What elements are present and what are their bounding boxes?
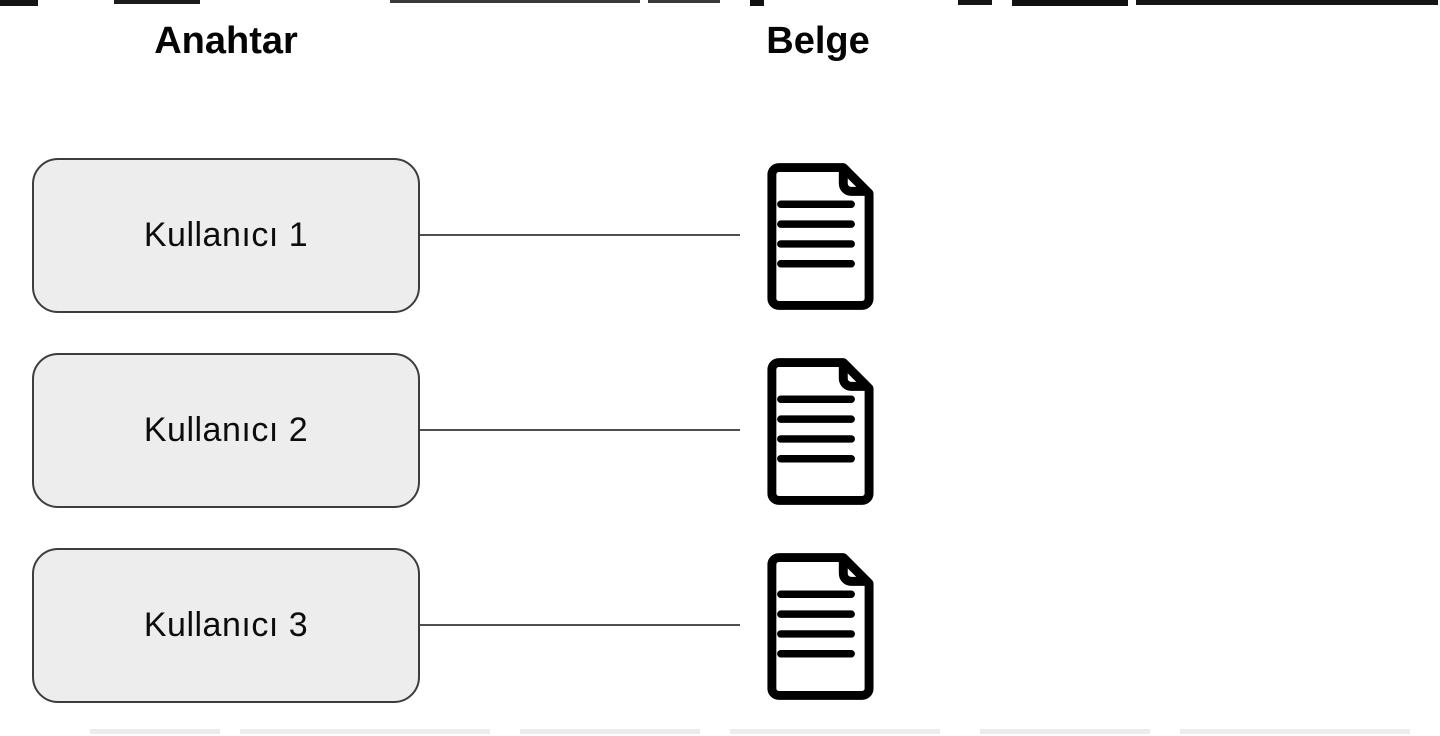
- key-box-label: Kullanıcı 3: [143, 606, 309, 644]
- column-header-document: Belge: [766, 20, 870, 62]
- crop-artifact: [520, 729, 700, 734]
- crop-artifact: [648, 0, 720, 3]
- crop-artifact: [1180, 729, 1410, 734]
- document-fold: [838, 362, 868, 391]
- crop-artifact: [0, 0, 38, 6]
- crop-artifact: [980, 729, 1150, 734]
- crop-artifact: [240, 729, 490, 734]
- crop-artifact: [1012, 0, 1128, 6]
- key-box-label: Kullanıcı 1: [143, 216, 309, 254]
- crop-artifact: [114, 0, 200, 4]
- document-fold: [838, 167, 868, 196]
- key-box-user-1: Kullanıcı 1: [32, 158, 420, 313]
- connector-line: [420, 234, 740, 236]
- key-box-user-2: Kullanıcı 2: [32, 353, 420, 508]
- key-box-user-3: Kullanıcı 3: [32, 548, 420, 703]
- crop-artifact: [90, 729, 220, 734]
- crop-artifact: [390, 0, 640, 3]
- column-header-key: Anahtar: [154, 20, 298, 62]
- document-fold: [838, 557, 868, 586]
- document-icon: [767, 553, 874, 700]
- crop-artifact: [958, 0, 992, 5]
- crop-artifact: [750, 0, 764, 6]
- crop-artifact: [730, 729, 940, 734]
- document-icon: [767, 358, 874, 505]
- key-box-label: Kullanıcı 2: [143, 411, 309, 449]
- crop-artifact: [1136, 0, 1438, 5]
- connector-line: [420, 624, 740, 626]
- document-icon: [767, 163, 874, 310]
- connector-line: [420, 429, 740, 431]
